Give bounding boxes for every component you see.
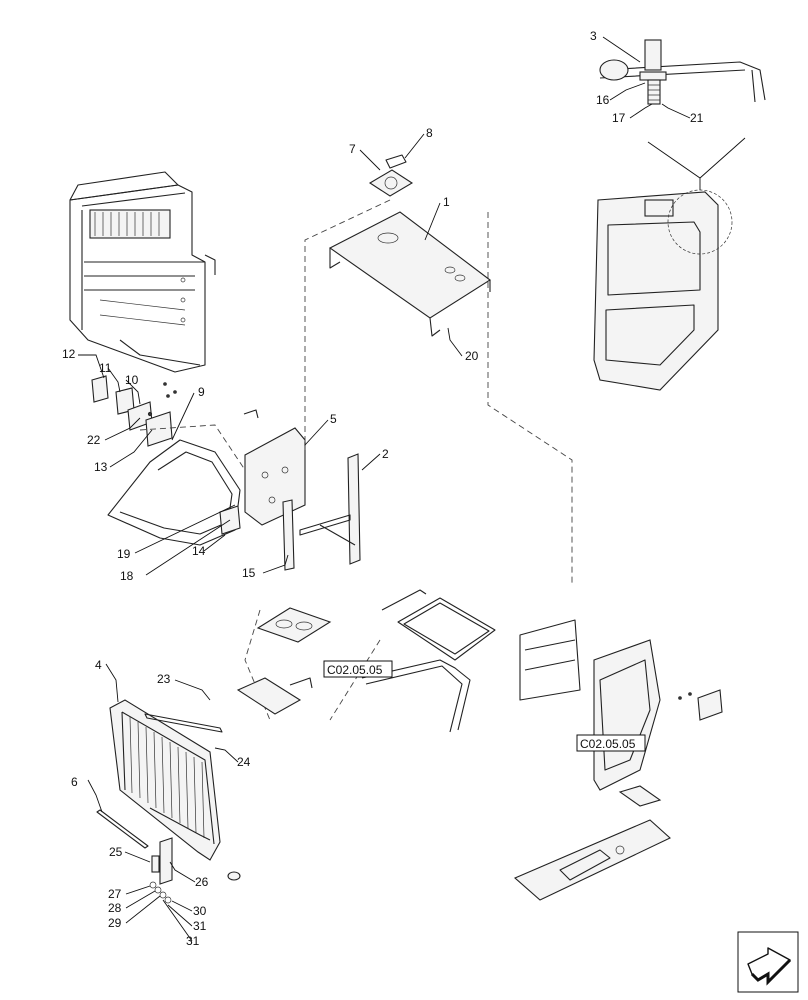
floor-plate-bracket (236, 607, 332, 715)
callout-12: 12 (62, 347, 76, 361)
cooler-pack-assembly (69, 171, 216, 373)
callout-15: 15 (242, 566, 256, 580)
callout-17: 17 (612, 111, 626, 125)
reference-link-b[interactable]: C02.05.05 (576, 734, 646, 752)
cab-door-frame (593, 137, 746, 391)
callout-29: 29 (108, 916, 122, 930)
callout-10: 10 (125, 373, 139, 387)
side-panel (243, 409, 306, 571)
callout-26: 26 (195, 875, 209, 889)
callout-5: 5 (330, 412, 337, 426)
floor-platform (513, 819, 671, 901)
callout-24: 24 (237, 755, 251, 769)
bracket-group-left (91, 375, 177, 447)
leader-lines (78, 36, 691, 942)
reference-link-a[interactable]: C02.05.05 (323, 660, 393, 678)
callout-31-upper: 31 (193, 919, 207, 933)
hardware-stack (149, 837, 241, 904)
next-page-button[interactable] (737, 931, 799, 993)
callout-20: 20 (465, 349, 479, 363)
callout-31-lower: 31 (186, 934, 200, 948)
callout-13: 13 (94, 460, 108, 474)
callout-21: 21 (690, 111, 704, 125)
callout-19: 19 (117, 547, 131, 561)
frame-post (299, 453, 361, 565)
top-plate-and-handle (368, 154, 414, 197)
detail-view-fastener (599, 39, 766, 105)
top-cover (328, 211, 491, 337)
callout-25: 25 (109, 845, 123, 859)
callout-18: 18 (120, 569, 134, 583)
callout-11: 11 (99, 361, 112, 375)
callout-2: 2 (382, 447, 389, 461)
callout-7: 7 (349, 142, 356, 156)
next-page-arrow-icon (747, 947, 792, 986)
callout-9: 9 (198, 385, 205, 399)
callout-labels: 3 16 17 21 7 8 1 20 12 11 10 9 22 13 5 2… (62, 29, 704, 948)
callout-22: 22 (87, 433, 101, 447)
reference-label-a: C02.05.05 (327, 663, 383, 677)
window-frame (361, 589, 496, 733)
callout-30: 30 (193, 904, 207, 918)
callout-4: 4 (95, 658, 102, 672)
callout-6: 6 (71, 775, 78, 789)
callout-1: 1 (443, 195, 450, 209)
callout-23: 23 (157, 672, 171, 686)
callout-28: 28 (108, 901, 122, 915)
condenser-core (109, 699, 221, 861)
callout-16: 16 (596, 93, 610, 107)
callout-14: 14 (192, 544, 206, 558)
reference-label-b: C02.05.05 (580, 737, 636, 751)
support-rods (96, 713, 223, 849)
callout-3: 3 (590, 29, 597, 43)
callout-8: 8 (426, 126, 433, 140)
fan-shroud-seal (107, 424, 246, 546)
right-frame-and-door (519, 619, 723, 807)
callout-27: 27 (108, 887, 122, 901)
